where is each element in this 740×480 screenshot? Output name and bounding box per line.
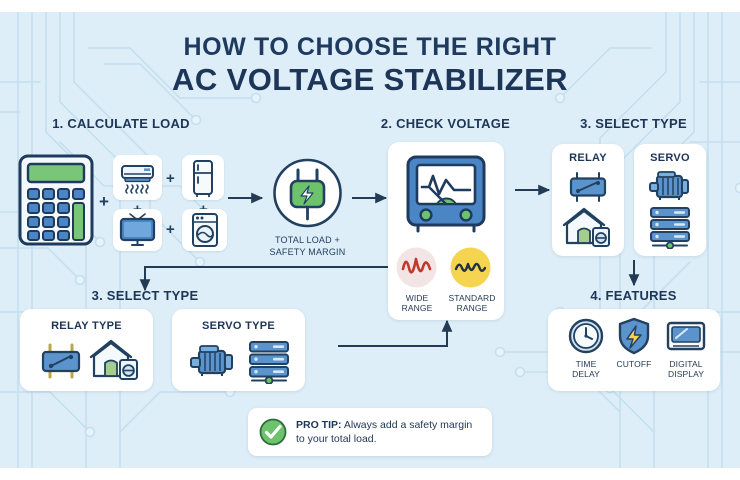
motor-icon (649, 171, 689, 200)
voltage-meter-icon (406, 155, 486, 233)
appliance-air-conditioner (113, 155, 162, 200)
servo-card-top-label: SERVO (650, 152, 690, 164)
title-line-2: AC VOLTAGE STABILIZER (172, 62, 568, 97)
house-icon (89, 339, 138, 380)
server-rack-icon (650, 207, 690, 249)
check-circle-icon (259, 418, 287, 446)
wide-range-wave-icon (396, 247, 437, 288)
monitor-icon (666, 321, 706, 351)
house-icon (562, 207, 610, 247)
feature-time-delay-label: TIME DELAY (572, 359, 600, 380)
total-load-label: TOTAL LOAD + SAFETY MARGIN (269, 235, 346, 258)
appliance-refrigerator (182, 155, 224, 200)
relay-component-icon (41, 343, 81, 379)
servo-type-card-label: SERVO TYPE (201, 320, 276, 332)
plus-tv-washer: + (166, 221, 175, 238)
step2-title: 2. CHECK VOLTAGE (380, 116, 511, 131)
shield-bolt-icon (618, 317, 650, 355)
appliance-washing-machine (182, 209, 227, 251)
plug-icon (273, 158, 342, 228)
appliance-television (113, 209, 162, 251)
infographic-canvas: HOW TO CHOOSE THE RIGHT AC VOLTAGE STABI… (0, 12, 740, 468)
relay-component-icon (569, 172, 607, 202)
air-conditioner-icon (121, 165, 154, 194)
pro-tip-box: PRO TIP: Always add a safety margin to y… (248, 408, 492, 456)
relay-card-top-label: RELAY (569, 152, 607, 164)
wide-range-label: WIDE RANGE (401, 293, 433, 314)
motor-icon (190, 345, 233, 376)
server-rack-icon (249, 341, 289, 384)
pro-tip-body: Always add a safety margin to your total… (296, 418, 473, 445)
step3-top-title: 3. SELECT TYPE (580, 116, 687, 131)
step4-title: 4. FEATURES (590, 288, 677, 303)
calculator-icon (18, 154, 94, 246)
feature-cutoff-label: CUTOFF (616, 359, 652, 369)
relay-type-card-label: RELAY TYPE (51, 320, 122, 332)
step1-title: 1. CALCULATE LOAD (52, 116, 190, 131)
feature-digital-display-label: DIGITAL DISPLAY (668, 359, 704, 380)
flow-connectors (139, 184, 640, 347)
pro-tip-text: PRO TIP: Always add a safety margin to y… (296, 418, 481, 447)
washing-machine-icon (192, 213, 218, 247)
plus-calculator: + (99, 192, 109, 211)
refrigerator-icon (193, 160, 213, 197)
title-line-1: HOW TO CHOOSE THE RIGHT (183, 33, 557, 61)
pro-tip-bold-label: PRO TIP: (296, 418, 342, 431)
page-title: HOW TO CHOOSE THE RIGHT AC VOLTAGE STABI… (0, 34, 740, 98)
television-icon (119, 213, 156, 246)
standard-range-wave-icon (450, 247, 491, 288)
plus-ac-fridge: + (166, 170, 175, 187)
clock-icon (568, 318, 604, 354)
standard-range-label: STANDARD RANGE (448, 293, 496, 314)
step3-bottom-title: 3. SELECT TYPE (91, 288, 199, 303)
